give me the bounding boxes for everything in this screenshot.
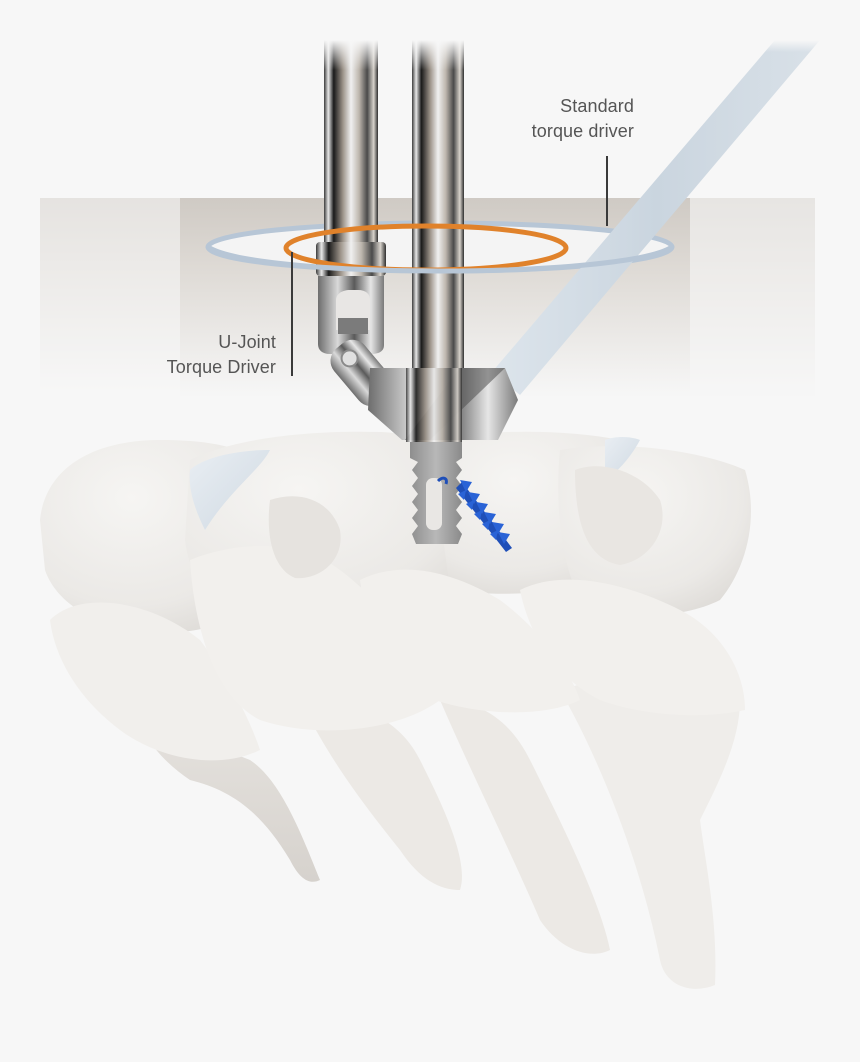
standard-callout-leader-line [606,156,608,226]
inserter-shaft [412,40,464,370]
ujoint-driver-shaft [324,40,378,245]
standard-torque-driver-shaft [492,40,820,395]
standard-label-line-1: Standard [560,96,634,116]
ujoint-callout-leader-line [291,252,293,376]
vertebrae [40,431,751,989]
ujoint-torque-driver-label: U-Joint Torque Driver [120,330,276,380]
ujoint-label-line-1: U-Joint [218,332,276,352]
standard-torque-driver-label: Standard torque driver [470,94,634,144]
ujoint-label-line-2: Torque Driver [166,357,276,377]
standard-label-line-2: torque driver [531,121,634,141]
cage-window [426,478,442,530]
bone-screw [456,480,512,552]
